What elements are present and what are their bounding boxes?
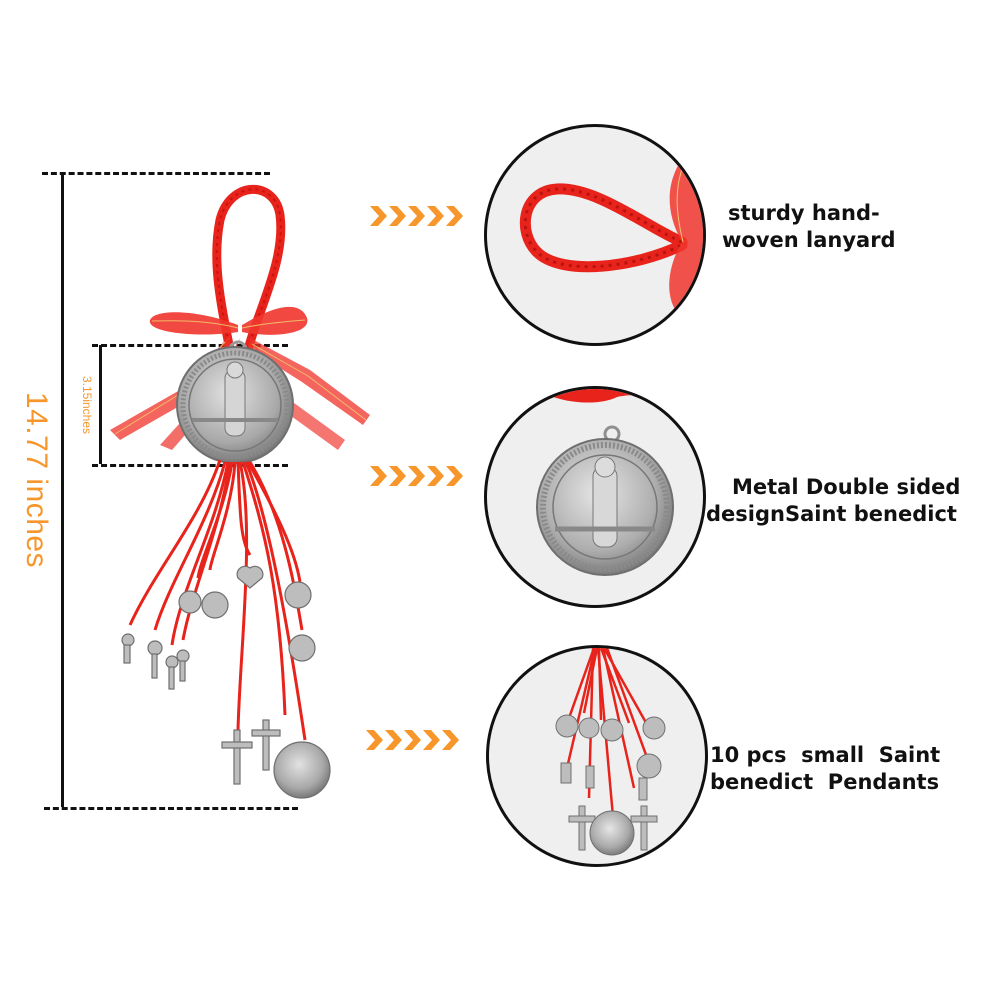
- bottom-dimension-line: [44, 807, 298, 810]
- medal-bottom-dimension-line: [92, 464, 288, 467]
- total-length-line: [61, 173, 64, 807]
- medal-size-line: [99, 345, 102, 464]
- caption-line: Metal Double sided: [732, 475, 961, 499]
- woven-lanyard-loop: [212, 184, 286, 355]
- top-dimension-line: [42, 172, 270, 175]
- caption-line: sturdy hand-: [728, 201, 880, 225]
- chevron-arrows-icon: [370, 466, 463, 486]
- detail-circle-medal: [484, 386, 706, 608]
- feature-caption-lanyard: sturdy hand- woven lanyard: [722, 200, 896, 254]
- medal-top-dimension-line: [92, 344, 288, 347]
- chevron-arrows-icon: [366, 730, 459, 750]
- total-length-label: 14.77 inches: [20, 391, 54, 569]
- feature-caption-medal: Metal Double sided designSaint benedict: [706, 474, 960, 528]
- lanyard-closeup-image: [519, 147, 703, 312]
- small-charms: [121, 565, 331, 799]
- medal-closeup-image: [536, 389, 703, 576]
- caption-line: 10 pcs small Saint: [710, 743, 941, 767]
- pendants-closeup-image: [555, 648, 666, 856]
- product-main-image: [110, 184, 370, 799]
- caption-line: woven lanyard: [722, 228, 896, 252]
- detail-circle-lanyard: [484, 124, 706, 346]
- feature-caption-pendants: 10 pcs small Saint benedict Pendants: [710, 742, 940, 796]
- caption-line: benedict Pendants: [710, 770, 940, 794]
- ribbon-bow: [110, 306, 370, 450]
- detail-circle-pendants: [486, 645, 708, 867]
- chevron-arrows-icon: [370, 206, 463, 226]
- main-medal: [176, 346, 294, 464]
- caption-line: designSaint benedict: [706, 502, 957, 526]
- hanging-cords: [128, 459, 307, 741]
